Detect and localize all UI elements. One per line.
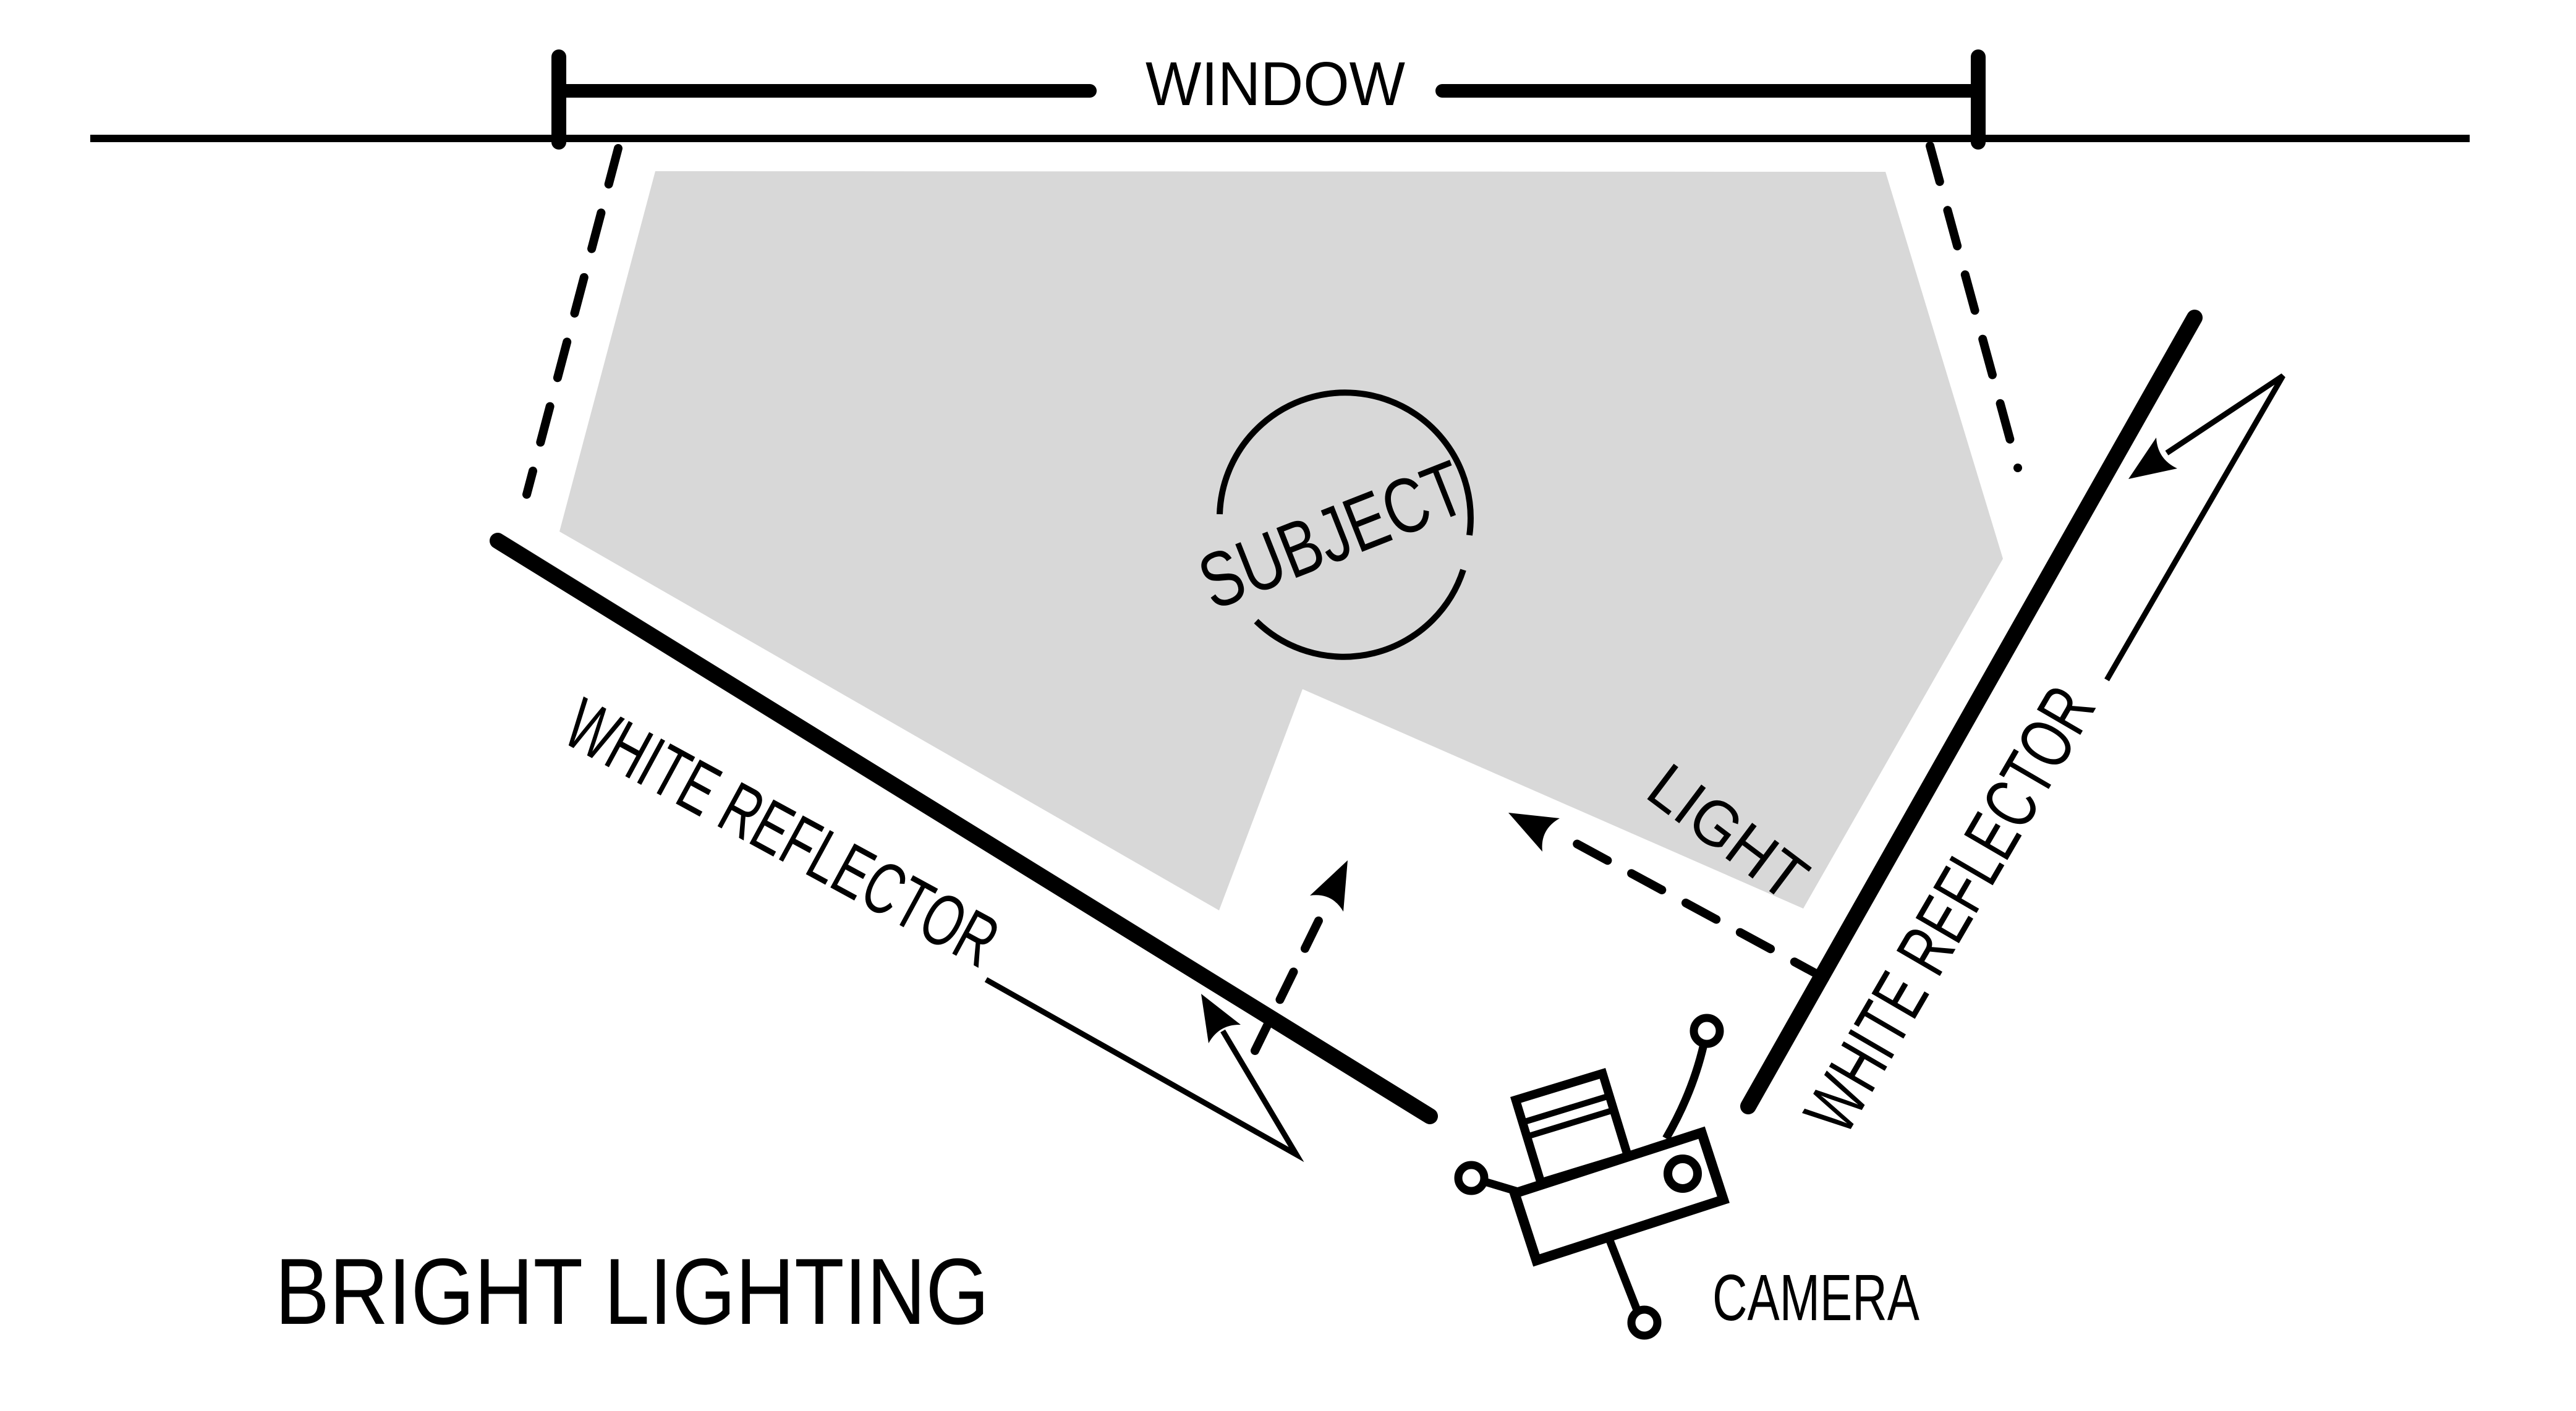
light-spread-dashed-left — [522, 144, 623, 499]
reflector-arrow-left — [984, 977, 1304, 1163]
bounce-arrowhead-left-icon — [1310, 860, 1348, 912]
light-area-polygon — [559, 171, 2003, 910]
bounce-arrow-left-dashes — [1251, 895, 1333, 1055]
reflector-arrowhead-left-icon — [1201, 994, 1241, 1043]
camera-knob-top-icon — [1690, 1014, 1724, 1048]
camera-button — [1664, 1155, 1702, 1193]
bounce-arrowhead-right-icon — [1508, 813, 1560, 852]
camera-icon — [1454, 1014, 1730, 1340]
reflector-arrowhead-right-icon — [2128, 438, 2177, 479]
camera-knob-left-icon — [1454, 1161, 1489, 1195]
reflector-line-left — [490, 533, 1438, 1124]
camera-knob-stick-left — [1484, 1177, 1523, 1197]
camera-knob-stick-bottom — [1604, 1235, 1642, 1313]
camera-label: CAMERA — [1712, 1261, 1919, 1334]
bounce-arrow-right-dashes — [1552, 828, 1829, 983]
reflector-arrow-right — [2104, 373, 2285, 682]
window-label: WINDOW — [1146, 49, 1406, 119]
camera-knob-stick-top — [1662, 1043, 1708, 1141]
camera-lens-ring-2 — [1526, 1107, 1615, 1140]
camera-knob-bottom-icon — [1627, 1305, 1662, 1340]
camera-lens-ring-1 — [1521, 1093, 1610, 1125]
light-spread-dashed-right — [1926, 142, 2022, 472]
page-title: BRIGHT LIGHTING — [275, 1239, 989, 1344]
subject-circle-bottom-arc — [1254, 569, 1466, 660]
subject-circle-top-arc — [1217, 389, 1474, 536]
